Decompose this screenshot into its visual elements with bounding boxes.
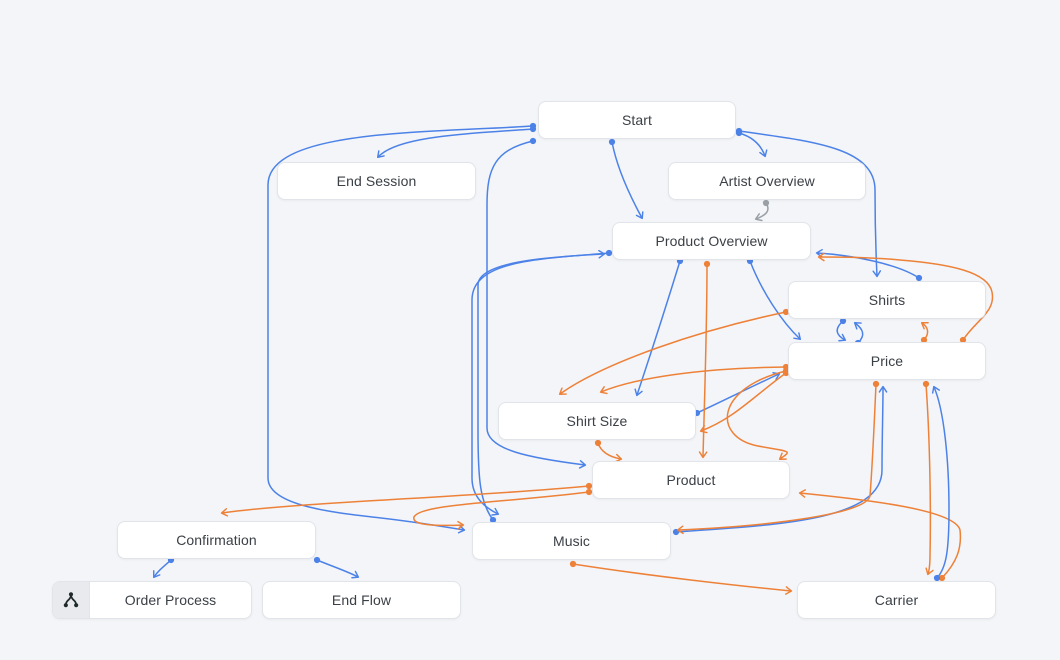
edge-shirts-to-product-overview	[815, 248, 920, 279]
edge-price-to-shirts	[853, 322, 864, 344]
node-shirt-size[interactable]: Shirt Size	[498, 402, 696, 440]
edge-start-to-artist-overview	[738, 132, 768, 158]
edge-carrier-to-product	[798, 489, 962, 579]
node-label: Shirts	[868, 292, 906, 308]
node-price[interactable]: Price	[788, 342, 986, 380]
edge-source-dot	[529, 137, 537, 145]
node-product[interactable]: Product	[592, 461, 790, 499]
edge-price-to-shirt-size	[699, 372, 787, 434]
edge-artist-overview-to-product-overview	[754, 202, 769, 222]
edge-product-to-music	[413, 491, 590, 530]
edge-source-dot	[762, 199, 770, 207]
edge-source-dot	[922, 380, 930, 388]
node-label: Product Overview	[655, 233, 768, 249]
node-label: Artist Overview	[719, 173, 815, 189]
subflow-icon	[63, 592, 79, 608]
node-order-process[interactable]: Order Process	[52, 581, 252, 619]
edge-confirmation-to-end-flow	[316, 559, 360, 579]
node-label: Shirt Size	[566, 413, 628, 429]
node-label: Product	[666, 472, 716, 488]
edge-shirts-to-shirt-size	[558, 311, 787, 395]
edge-start-to-end-session	[376, 128, 534, 159]
node-icon-strip	[53, 582, 90, 618]
edge-product-overview-to-shirt-size	[634, 260, 681, 397]
node-label: End Flow	[331, 592, 392, 608]
edge-product-to-confirmation	[220, 485, 590, 517]
edge-shirt-size-to-product	[597, 442, 623, 463]
node-confirmation[interactable]: Confirmation	[117, 521, 316, 559]
node-label: Price	[870, 353, 904, 369]
edge-source-dot	[529, 125, 537, 133]
edge-source-dot	[872, 380, 880, 388]
edge-price-to-shirts	[920, 322, 929, 341]
node-label: Music	[552, 533, 591, 549]
edge-price-to-music	[676, 383, 877, 535]
node-label: End Session	[336, 173, 417, 189]
edge-price-to-shirt-size	[599, 366, 787, 395]
node-music[interactable]: Music	[472, 522, 671, 560]
edge-product-overview-to-product	[698, 263, 708, 459]
node-end-session[interactable]: End Session	[277, 162, 476, 200]
edge-source-dot	[672, 528, 680, 536]
node-carrier[interactable]: Carrier	[797, 581, 996, 619]
edge-source-dot	[529, 122, 537, 130]
edge-music-to-price	[675, 385, 888, 533]
edge-shirt-size-to-price	[696, 372, 781, 414]
edge-music-to-carrier	[572, 563, 793, 595]
node-end-flow[interactable]: End Flow	[262, 581, 461, 619]
edge-price-to-product	[726, 370, 788, 460]
node-label: Carrier	[874, 592, 919, 608]
node-shirts[interactable]: Shirts	[788, 281, 986, 319]
edge-shirts-to-price	[836, 320, 847, 342]
edge-source-dot	[735, 129, 743, 137]
edge-source-dot	[703, 260, 711, 268]
node-label: Order Process	[124, 592, 217, 608]
node-start[interactable]: Start	[538, 101, 736, 139]
edge-music-to-product-overview	[477, 249, 606, 521]
edge-carrier-to-price	[931, 385, 950, 579]
edge-source-dot	[735, 127, 743, 135]
edge-confirmation-to-order-process	[153, 559, 172, 579]
node-label: Start	[621, 112, 653, 128]
edge-source-dot	[594, 439, 602, 447]
edge-product-overview-to-music	[471, 252, 610, 516]
edge-price-to-carrier	[925, 383, 934, 576]
node-product-overview[interactable]: Product Overview	[612, 222, 811, 260]
edge-source-dot	[569, 560, 577, 568]
edge-start-to-product-overview	[611, 141, 644, 220]
node-label: Confirmation	[176, 532, 257, 548]
node-artist-overview[interactable]: Artist Overview	[668, 162, 866, 200]
edge-source-dot	[608, 138, 616, 146]
edge-source-dot	[313, 556, 321, 564]
